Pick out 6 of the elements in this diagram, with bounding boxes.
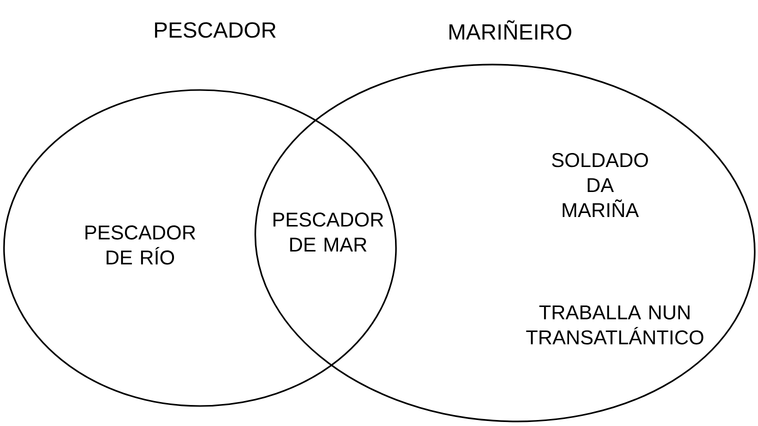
set-heading: PESCADOR [155, 22, 276, 38]
region-label: TRABALLA NUN TRANSATLÁNTICO [526, 306, 704, 344]
set-heading: MARIÑEIRO [449, 20, 572, 40]
region-label: PESCADOR DE RÍO [86, 225, 196, 265]
region-label: PESCADOR DE MAR [274, 212, 384, 252]
region-label: SOLDADO DA MARIÑA [552, 153, 648, 217]
